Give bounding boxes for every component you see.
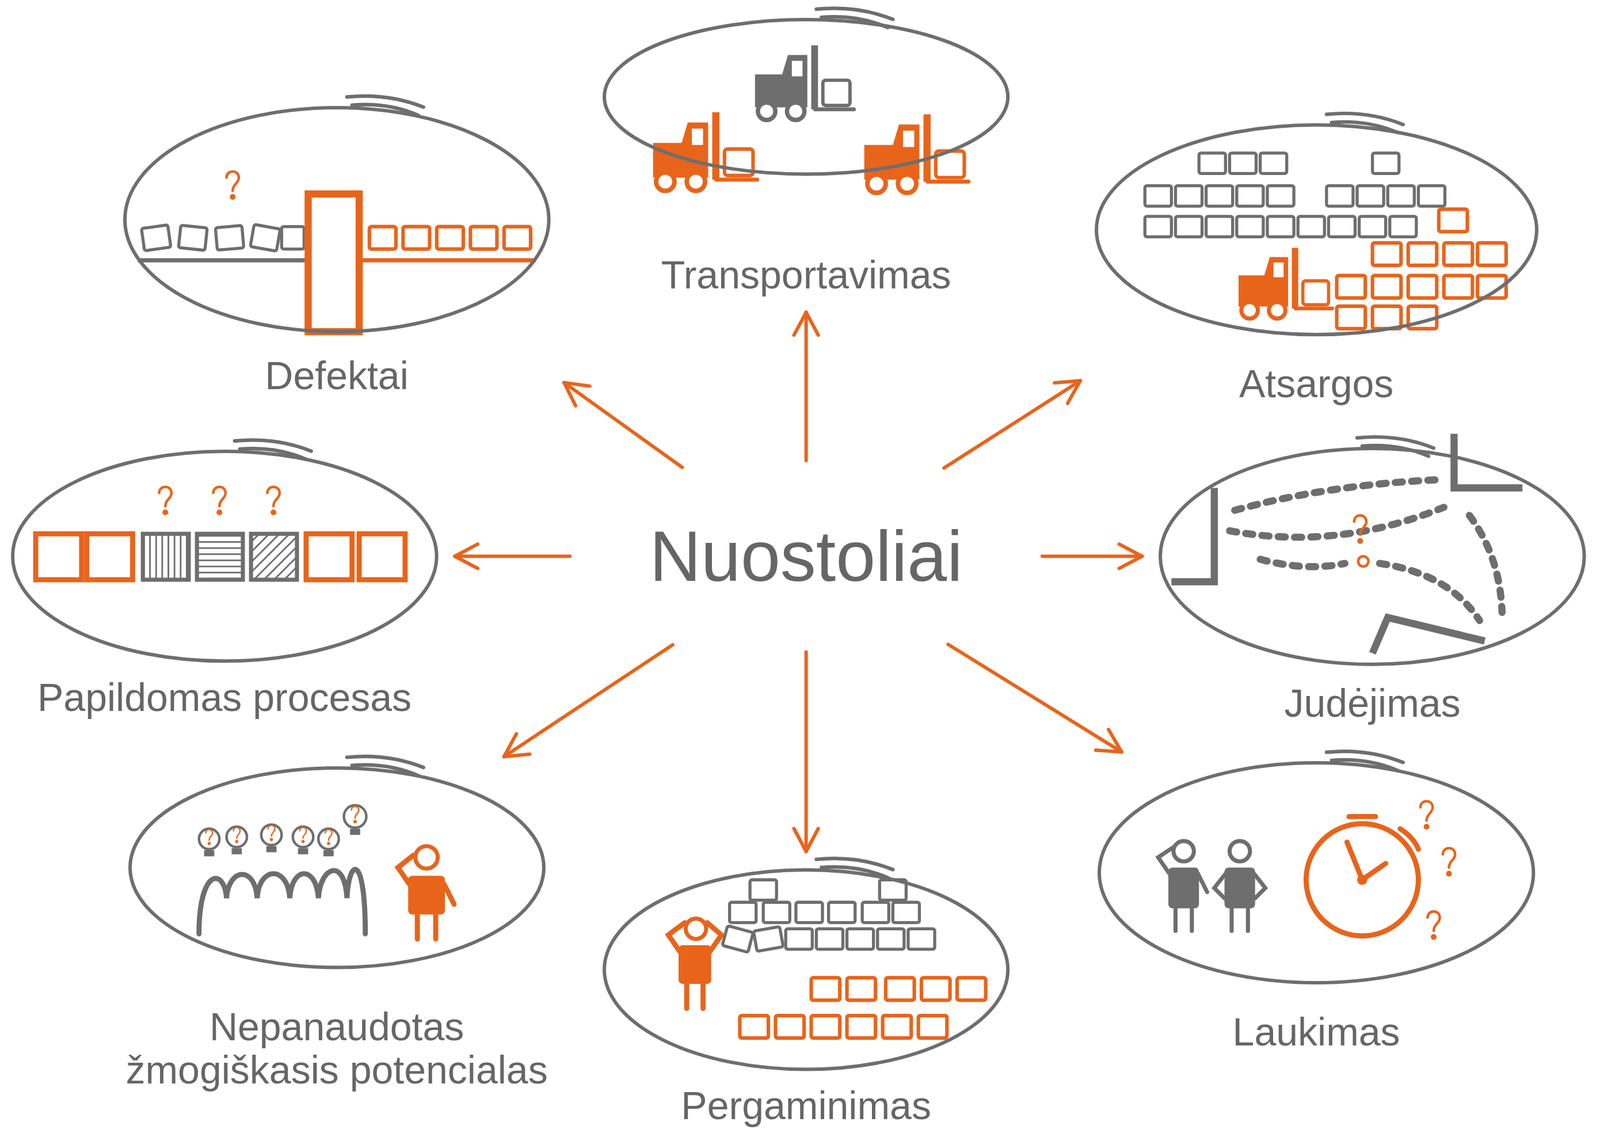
category-label: Defektai (122, 353, 552, 398)
ellipse-outline (1096, 760, 1536, 985)
arrow-stroke (806, 311, 819, 335)
arrow-stroke (806, 828, 819, 852)
arrow-stroke (943, 380, 1081, 468)
arrow-stroke (564, 382, 576, 406)
arrow-stroke (1119, 555, 1143, 569)
inventory-icon (1144, 153, 1507, 329)
arrow-stroke (1067, 380, 1081, 403)
arrow-stroke (804, 311, 809, 461)
waste-category: Defektai (122, 105, 552, 398)
arrow-connector (794, 311, 819, 461)
ellipse-shape (12, 451, 437, 661)
arrow-stroke (504, 644, 673, 757)
arrow-stroke (1054, 380, 1081, 383)
ellipse-shape (1099, 762, 1534, 983)
ellipse-shape (124, 107, 550, 332)
ellipse-shape (130, 767, 544, 968)
arrow-stroke (504, 753, 531, 757)
overproduction-icon (668, 879, 986, 1038)
motion-icon (1171, 433, 1523, 653)
waiting-icon (1157, 801, 1455, 939)
category-label: Pergaminimas (602, 1083, 1011, 1127)
arrow-stroke (564, 382, 683, 468)
arrow-connector (504, 644, 673, 757)
category-label: Laukimas (1096, 1010, 1536, 1054)
arrow-connector (1042, 543, 1142, 569)
ellipse-outline (122, 105, 552, 334)
waste-category: Papildomas procesas (10, 448, 440, 719)
arrow-stroke (454, 555, 478, 569)
category-label: Nepanaudotas žmogiškasis potencialas (112, 1004, 562, 1092)
arrow-stroke (804, 651, 809, 852)
ellipse-shape (1096, 124, 1537, 335)
waste-category: Laukimas (1096, 760, 1536, 1054)
arrow-stroke (504, 733, 517, 757)
arrow-connector (454, 543, 570, 569)
arrow-stroke (564, 382, 590, 387)
waste-category: Nepanaudotas žmogiškasis potencialas (112, 765, 562, 1092)
arrow-stroke (794, 828, 807, 852)
arrow-stroke (1042, 554, 1142, 558)
ellipse-outline (1157, 446, 1587, 667)
category-label: Atsargos (1094, 362, 1539, 406)
category-label: Transportavimas (602, 253, 1011, 297)
arrow-stroke (1095, 749, 1122, 752)
arrow-connector (947, 644, 1122, 752)
waste-category: Judėjimas (1157, 446, 1587, 725)
category-label: Papildomas procesas (10, 675, 440, 719)
waste-category: Pergaminimas (602, 867, 1011, 1127)
ellipse-outline (127, 765, 547, 970)
people-ideas-icon (199, 805, 455, 939)
waste-category: Atsargos (1094, 122, 1539, 406)
ellipse-outline (10, 448, 440, 664)
hub-node: Nuostoliai (585, 476, 1027, 636)
forklifts-icon (653, 45, 969, 193)
arrow-stroke (454, 554, 570, 558)
ellipse-shape (604, 19, 1008, 175)
arrow-stroke (794, 311, 807, 335)
hub-title: Nuostoliai (649, 516, 963, 596)
extra-process-icon (35, 486, 406, 580)
ellipse-outline (602, 867, 1011, 1072)
waste-category: Transportavimas (602, 17, 1011, 296)
arrow-connector (943, 380, 1081, 468)
category-label: Judėjimas (1157, 681, 1587, 725)
arrow-stroke (947, 644, 1122, 752)
ellipse-outline (602, 17, 1011, 177)
ellipse-shape (604, 869, 1008, 1070)
ellipse-outline (1094, 122, 1539, 337)
arrow-stroke (1119, 543, 1143, 556)
ellipse-shape (1160, 448, 1585, 665)
arrow-connector (564, 382, 683, 468)
defects-icon (137, 171, 536, 332)
arrow-connector (794, 651, 819, 852)
swoosh-marks (234, 8, 1434, 878)
arrow-stroke (1108, 729, 1122, 752)
arrow-stroke (454, 543, 478, 556)
